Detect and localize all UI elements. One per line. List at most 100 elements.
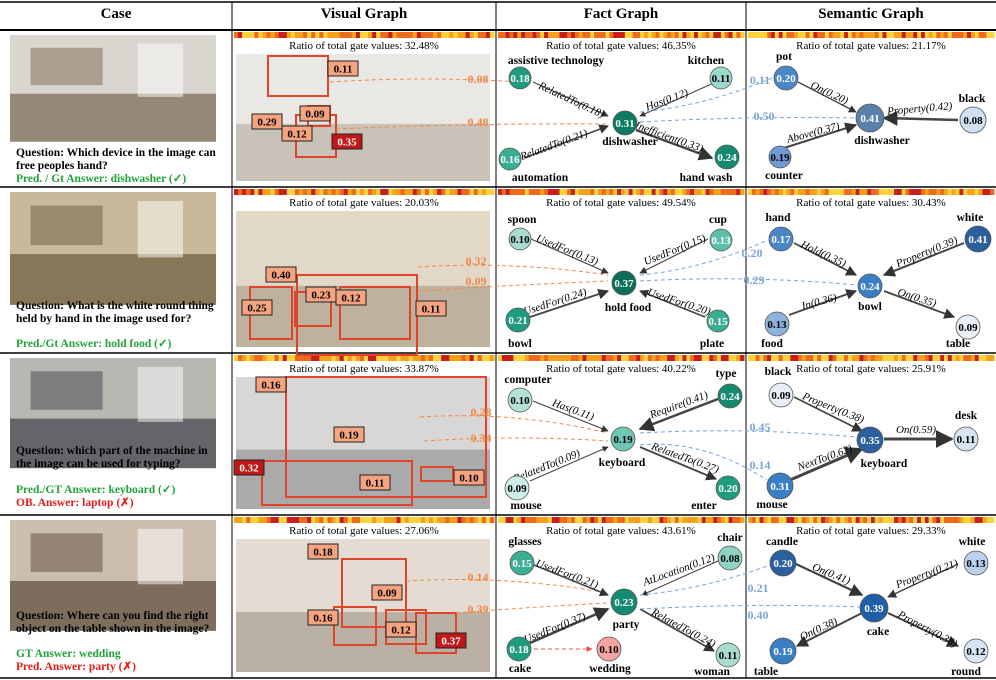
- gate-strip-cell: [477, 517, 483, 523]
- gate-strip-cell: [836, 189, 841, 195]
- gate-strip-cell: [429, 517, 434, 523]
- gate-strip-cell: [970, 32, 976, 38]
- gate-strip-cell: [944, 32, 949, 38]
- gate-strip-cell: [286, 517, 292, 523]
- case-photo: [10, 358, 216, 469]
- gate-strip-cell: [355, 517, 361, 523]
- gate-strip-cell: [890, 32, 895, 38]
- gate-strip-cell: [424, 355, 430, 361]
- gate-strip-cell: [528, 189, 534, 195]
- region-score-text: 0.19: [339, 430, 359, 442]
- gate-strip-cell: [832, 355, 837, 361]
- gate-strip-cell: [794, 355, 799, 361]
- gate-strip-cell: [540, 32, 545, 38]
- visual-image-lower: [236, 123, 490, 181]
- node-circle: [508, 227, 532, 251]
- gate-strip-cell: [755, 189, 761, 195]
- gate-strip-cell: [384, 32, 389, 38]
- region-score-text: 0.37: [441, 636, 461, 648]
- header-semantic-graph: Semantic Graph: [818, 6, 924, 22]
- gate-strip-cell: [978, 517, 983, 523]
- gate-strip-cell: [339, 189, 345, 195]
- gate-strip-cell: [335, 32, 341, 38]
- edge-label: On(0.35): [896, 286, 938, 310]
- graph-edge: [529, 607, 610, 645]
- gate-strip-cell: [323, 355, 328, 361]
- cross-graph-link: [639, 564, 771, 596]
- region-score: 0.29: [251, 113, 283, 130]
- gate-strip-cell: [963, 355, 968, 361]
- node-label: party: [613, 619, 640, 631]
- gate-strip-cell: [351, 517, 357, 523]
- node-label: mouse: [756, 499, 787, 511]
- gate-strip-cell: [278, 517, 284, 523]
- gate-strip-cell: [724, 189, 730, 195]
- edge-label: RelatedTo(0.21): [518, 127, 590, 163]
- node-circle: [715, 642, 741, 668]
- region-score: 0.09: [371, 584, 403, 601]
- gate-strip-cell: [782, 355, 787, 361]
- gate-strip-cell: [894, 189, 899, 195]
- gate-strip-cell: [786, 355, 791, 361]
- gate-strip-cell: [368, 189, 373, 195]
- gate-strip-cell: [624, 189, 630, 195]
- region-score: 0.23: [305, 286, 337, 303]
- gate-strip-cell: [809, 355, 814, 361]
- node-circle: [856, 426, 884, 454]
- gate-strip-cell: [990, 355, 995, 361]
- gate-strip-cell: [303, 517, 308, 523]
- gate-strip-cell: [559, 32, 564, 38]
- gate-strip-cell: [805, 517, 810, 523]
- gate-strip-cell: [286, 189, 292, 195]
- gate-strip-cell: [901, 355, 907, 361]
- gate-strip-cell: [663, 32, 668, 38]
- node-value: 0.41: [968, 234, 987, 246]
- gate-strip-cell: [794, 517, 799, 523]
- gate-strip-cell: [709, 32, 714, 38]
- region-score-text: 0.16: [261, 380, 281, 392]
- gate-strip-cell: [855, 355, 860, 361]
- gate-strip-cell: [871, 517, 876, 523]
- gate-strip-cell: [882, 32, 887, 38]
- node-circle: [717, 383, 743, 409]
- node-label: type: [715, 368, 736, 380]
- gate-strip-cell: [982, 32, 987, 38]
- region-score: 0.12: [281, 125, 313, 142]
- gate-strip-cell: [477, 32, 483, 38]
- gate-strip-cell: [457, 189, 462, 195]
- gate-strip-cell: [433, 32, 438, 38]
- region-score-text: 0.40: [271, 270, 291, 282]
- gate-strip-cell: [563, 517, 568, 523]
- gate-strip-cell: [489, 517, 495, 523]
- gate-strip-cell: [498, 32, 503, 38]
- gate-strip-cell: [582, 189, 587, 195]
- gate-strip-cell: [659, 32, 664, 38]
- gate-strip-cell: [396, 355, 402, 361]
- gate-strip-cell: [359, 189, 365, 195]
- gate-strip-cell: [404, 355, 410, 361]
- gate-strip-cell: [544, 32, 549, 38]
- gate-strip-cell: [392, 32, 397, 38]
- gate-strip-cell: [651, 189, 657, 195]
- gate-strip-cell: [563, 189, 568, 195]
- gate-strip-cell: [347, 189, 353, 195]
- gate-strip-cell: [536, 355, 541, 361]
- gate-strip-cell: [955, 189, 960, 195]
- gate-strip-cell: [524, 189, 530, 195]
- gate-strip-cell: [970, 517, 976, 523]
- gate-strip-cell: [982, 355, 987, 361]
- gate-strip-cell: [790, 517, 795, 523]
- node-value: 0.17: [771, 234, 791, 246]
- gate-strip-cell: [311, 355, 316, 361]
- visual-ratio: Ratio of total gate values: 33.87%: [289, 363, 439, 375]
- gate-strip-cell: [303, 32, 308, 38]
- node-label: bowl: [508, 338, 532, 350]
- region-score: 0.11: [327, 60, 359, 77]
- gate-strip-cell: [974, 32, 980, 38]
- gate-strip-cell: [644, 32, 649, 38]
- gate-strip-cell: [605, 355, 610, 361]
- gate-strip-cell: [262, 32, 267, 38]
- cross-graph-link-value: 0.14: [750, 458, 771, 472]
